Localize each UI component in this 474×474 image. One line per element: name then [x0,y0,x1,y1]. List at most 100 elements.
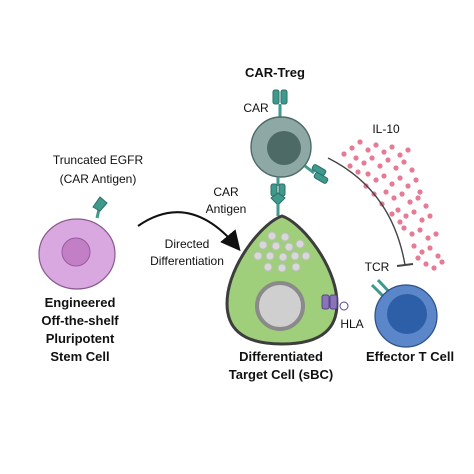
granule [277,263,287,273]
il10-dot [381,149,387,155]
directed-label: Directed [165,237,210,251]
egfr-receptor-icon [92,196,108,219]
differentiation-label: Differentiation [150,254,224,268]
il10-dot [365,147,371,153]
il10-dot [377,163,383,169]
car-receptor-right-icon [304,164,329,184]
il10-dot [397,175,403,181]
il10-dot [395,207,401,213]
granule [253,251,263,261]
granule [284,242,294,252]
car-antigen-label-2: Antigen [206,202,247,216]
effector-t-cell-label: Effector T Cell [366,349,454,364]
granule [280,232,290,242]
hla-label: HLA [340,317,363,331]
car-treg-cell [250,116,312,178]
il10-cytokine-cloud [341,139,445,271]
inhibition-arc [327,157,406,266]
inhibition-bar [396,263,414,267]
target-nucleus [255,281,305,331]
il10-dot [385,157,391,163]
granule [295,239,305,249]
il10-dot [341,151,347,157]
il10-dot [419,249,425,255]
il10-dot [425,235,431,241]
il10-dot [427,213,433,219]
il10-dot [353,155,359,161]
granule [301,251,311,261]
car-treg-label: CAR-Treg [245,65,305,80]
il10-dot [383,189,389,195]
il10-dot [417,189,423,195]
il10-dot [389,211,395,217]
il10-dot [405,147,411,153]
il10-dot [403,213,409,219]
car-antigen-binding-icon [270,177,286,216]
il10-dot [365,171,371,177]
il10-dot [389,181,395,187]
car-receptor-top-icon [272,89,288,118]
stem-cell-label-4: Stem Cell [50,349,109,364]
il10-dot [401,159,407,165]
il10-dot [411,209,417,215]
il10-dot [389,144,395,150]
il10-dot [415,195,421,201]
il10-label: IL-10 [372,122,400,136]
il10-dot [357,139,363,145]
granule [265,251,275,261]
il10-dot [423,203,429,209]
il10-dot [439,259,445,265]
granule [291,262,301,272]
il10-dot [361,160,367,166]
il10-dot [411,243,417,249]
il10-dot [393,165,399,171]
granule-cluster [253,231,311,273]
effector-t-cell [374,284,438,348]
il10-dot [405,183,411,189]
differentiated-target-cell [225,214,339,346]
stem-cell [38,218,116,290]
car-antigen-label-1: CAR [213,185,239,199]
il10-dot [397,219,403,225]
il10-dot [347,163,353,169]
granule [290,251,300,261]
car-antigen-paren-label: (CAR Antigen) [60,172,137,186]
il10-dot [409,231,415,237]
il10-dot [369,155,375,161]
granule [267,231,277,241]
il10-dot [431,265,437,271]
il10-dot [417,227,423,233]
granule [263,262,273,272]
differentiation-arrow [137,211,241,252]
stem-cell-label-2: Off-the-shelf [41,313,119,328]
stem-cell-label-1: Engineered [45,295,116,310]
tcr-label: TCR [365,260,390,274]
il10-dot [413,177,419,183]
il10-dot [399,191,405,197]
il10-dot [419,217,425,223]
il10-dot [423,261,429,267]
il10-dot [391,195,397,201]
granule [278,252,288,262]
target-cell-label-2: Target Cell (sBC) [229,367,334,382]
il10-dot [355,169,361,175]
il10-dot [407,199,413,205]
car-label: CAR [243,101,269,115]
il10-dot [381,173,387,179]
hla-molecule-icon [321,294,349,311]
il10-dot [427,245,433,251]
il10-dot [415,255,421,261]
il10-dot [401,225,407,231]
il10-dot [409,167,415,173]
granule [258,240,268,250]
il10-dot [373,177,379,183]
truncated-egfr-label: Truncated EGFR [53,153,144,167]
granule [271,241,281,251]
il10-dot [397,152,403,158]
il10-dot [373,142,379,148]
stem-cell-label-3: Pluripotent [46,331,115,346]
il10-dot [349,145,355,151]
il10-dot [433,231,439,237]
target-cell-label-1: Differentiated [239,349,323,364]
